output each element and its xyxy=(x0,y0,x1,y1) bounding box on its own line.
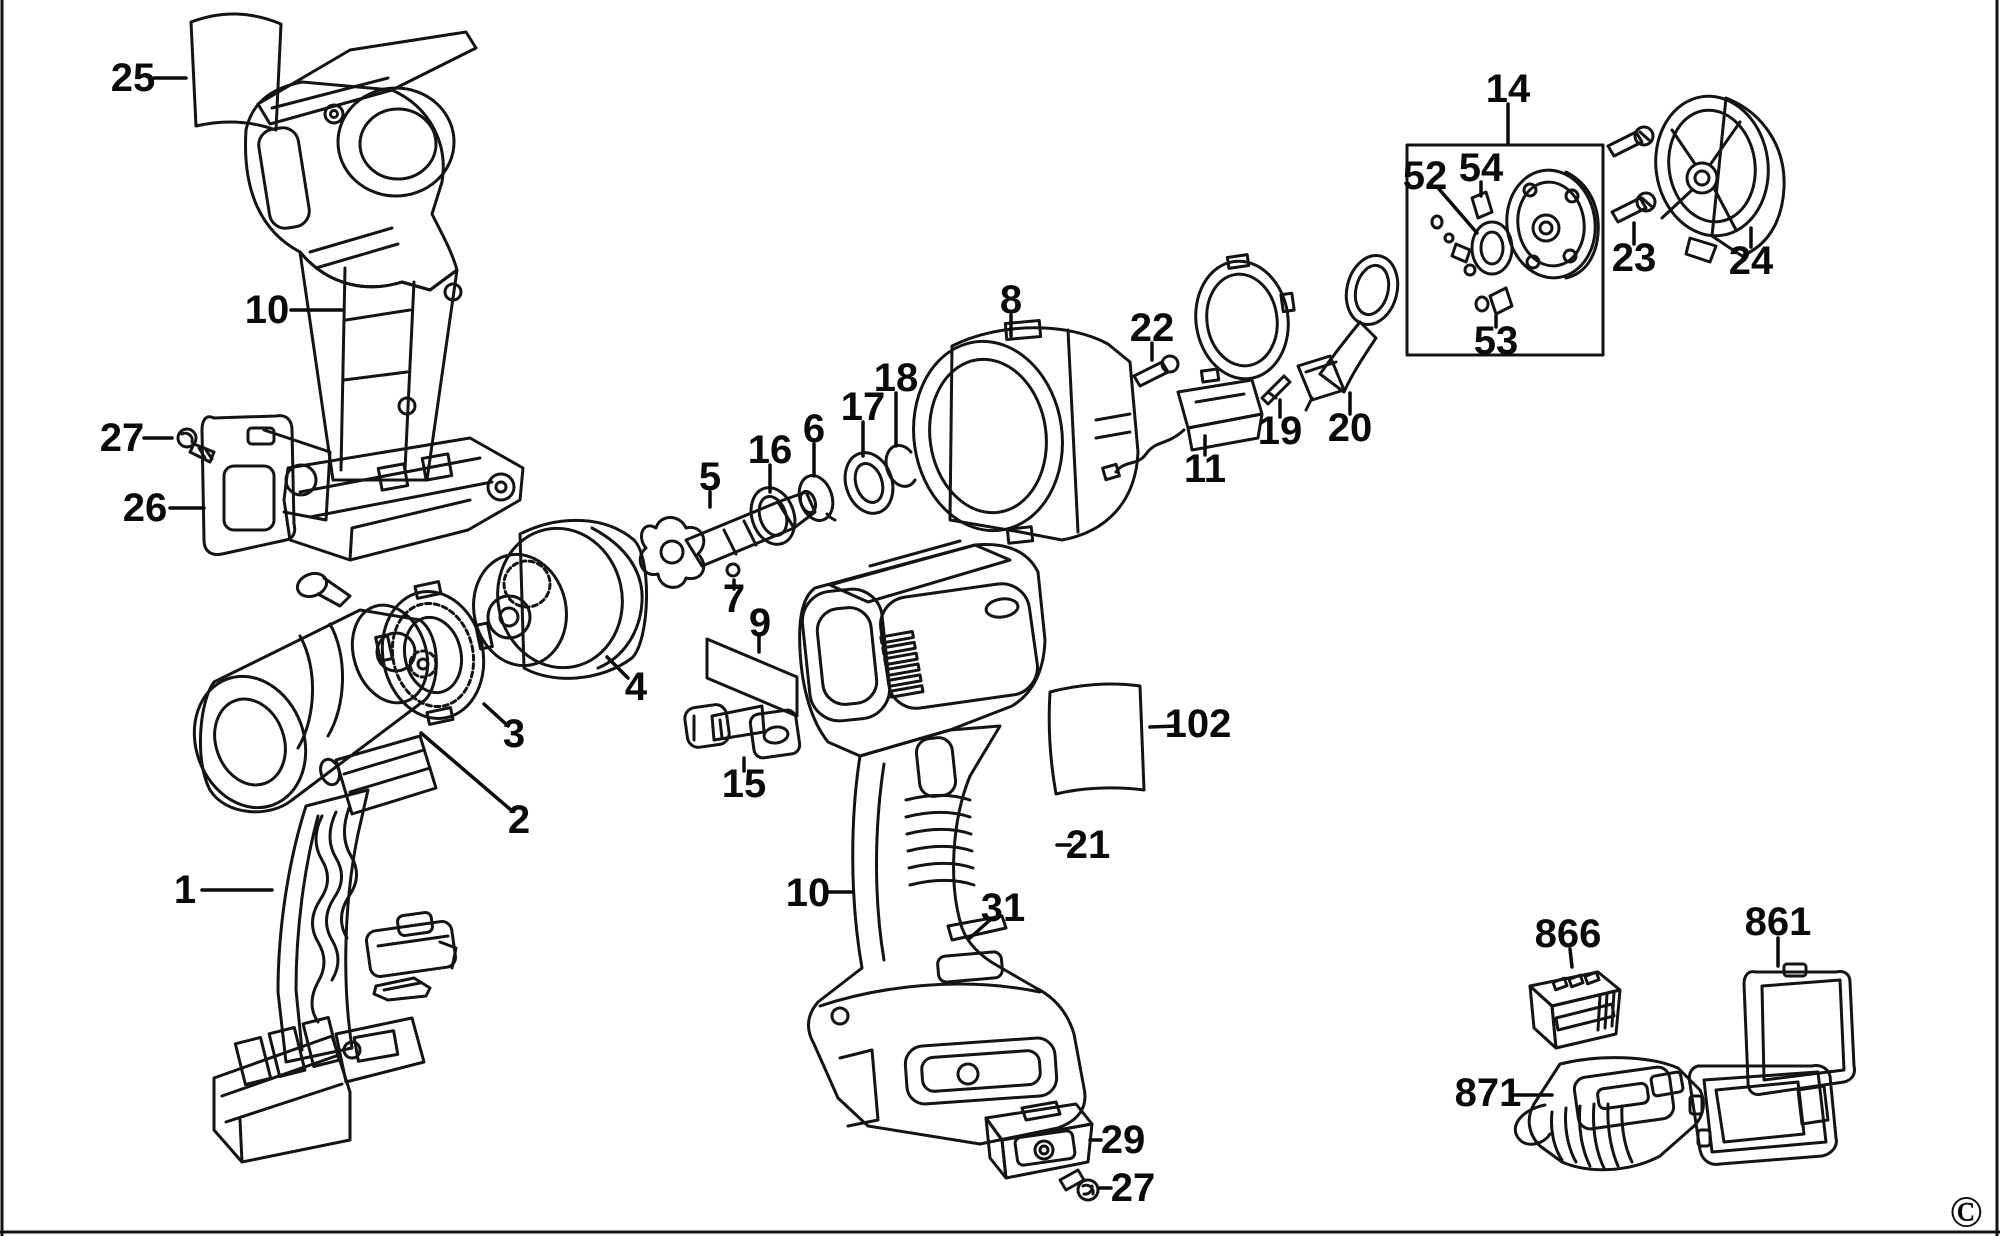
part-14-kit-box xyxy=(1405,143,1605,357)
part-1-motor-switch-assembly xyxy=(192,571,438,1164)
part-label-7: 7 xyxy=(723,577,745,621)
part-4-gearcase xyxy=(472,518,648,680)
part-label-24: 24 xyxy=(1729,239,1774,283)
part-label-17: 17 xyxy=(841,385,886,429)
part-label-29: 29 xyxy=(1101,1118,1146,1162)
part-866-battery-pack xyxy=(1528,970,1622,1050)
part-27-screw-lower xyxy=(1058,1168,1100,1202)
part-29-foot-plate xyxy=(984,1100,1094,1180)
part-label-14: 14 xyxy=(1486,67,1531,111)
part-label-871: 871 xyxy=(1455,1071,1522,1115)
part-label-3: 3 xyxy=(503,712,525,756)
part-16-ring xyxy=(749,486,797,546)
part-label-9: 9 xyxy=(749,601,771,645)
part-label-10: 10 xyxy=(786,871,831,915)
part-102-label-sticker xyxy=(1047,682,1146,796)
part-label-26: 26 xyxy=(123,486,168,530)
part-label-102: 102 xyxy=(1165,702,1232,746)
part-17-bushing xyxy=(843,451,895,515)
part-20-hang-hook xyxy=(1296,254,1400,412)
leader-line-2 xyxy=(419,731,513,812)
part-label-8: 8 xyxy=(1000,278,1022,322)
part-24-end-cover xyxy=(1654,94,1786,264)
part-23-screws xyxy=(1606,125,1657,224)
part-871-charger xyxy=(1513,1056,1705,1172)
part-27-screw-upper xyxy=(176,427,216,464)
part-19-pin xyxy=(1260,374,1292,406)
part-22-pin xyxy=(1132,354,1180,388)
part-15-bit-clip xyxy=(683,703,802,760)
part-8-hammer-case xyxy=(912,319,1140,545)
part-10-housing-half-inner xyxy=(244,30,525,562)
part-label-4: 4 xyxy=(625,665,648,709)
part-label-21: 21 xyxy=(1066,823,1111,867)
part-6-washer xyxy=(797,474,837,522)
part-label-18: 18 xyxy=(874,356,919,400)
part-label-27: 27 xyxy=(1111,1166,1156,1210)
leader-line-31 xyxy=(968,917,993,940)
part-label-866: 866 xyxy=(1535,912,1602,956)
part-861-kit-box xyxy=(1687,962,1856,1166)
part-label-10: 10 xyxy=(245,288,290,332)
part-7-ball xyxy=(725,562,741,578)
part-12-contact-strip xyxy=(372,976,432,1002)
part-10-outer-housing xyxy=(798,539,1087,1146)
part-label-54: 54 xyxy=(1459,146,1504,190)
part-label-5: 5 xyxy=(699,455,721,499)
part-label-27: 27 xyxy=(100,416,145,460)
part-label-1: 1 xyxy=(174,868,196,912)
part-label-53: 53 xyxy=(1474,319,1519,363)
part-11-light-ring-assembly xyxy=(1101,253,1296,482)
leader-line-4 xyxy=(605,655,630,680)
part-label-23: 23 xyxy=(1612,236,1657,280)
part-label-11: 11 xyxy=(1184,447,1226,491)
part-label-19: 19 xyxy=(1258,409,1303,453)
part-25-label-sticker xyxy=(189,12,283,132)
part-label-15: 15 xyxy=(722,762,767,806)
copyright-mark: © xyxy=(1950,1188,1983,1236)
part-label-2: 2 xyxy=(508,798,530,842)
part-3-ring-gear xyxy=(374,580,494,726)
part-label-52: 52 xyxy=(1403,154,1448,198)
part-label-25: 25 xyxy=(111,56,156,100)
part-18-snap-ring xyxy=(884,443,917,488)
part-31-label-strip xyxy=(946,914,1008,942)
leader-line-866 xyxy=(1568,947,1574,969)
part-label-31: 31 xyxy=(981,886,1026,930)
leader-line-52 xyxy=(1437,187,1479,235)
part-13-cover-clip xyxy=(365,911,458,978)
part-label-6: 6 xyxy=(803,407,825,451)
part-label-22: 22 xyxy=(1130,306,1175,350)
leader-line-3 xyxy=(482,702,510,728)
leader-line-102 xyxy=(1148,724,1178,729)
part-label-20: 20 xyxy=(1328,406,1373,450)
part-label-16: 16 xyxy=(748,428,793,472)
part-label-861: 861 xyxy=(1745,900,1812,944)
part-26-belt-clip xyxy=(200,414,332,556)
